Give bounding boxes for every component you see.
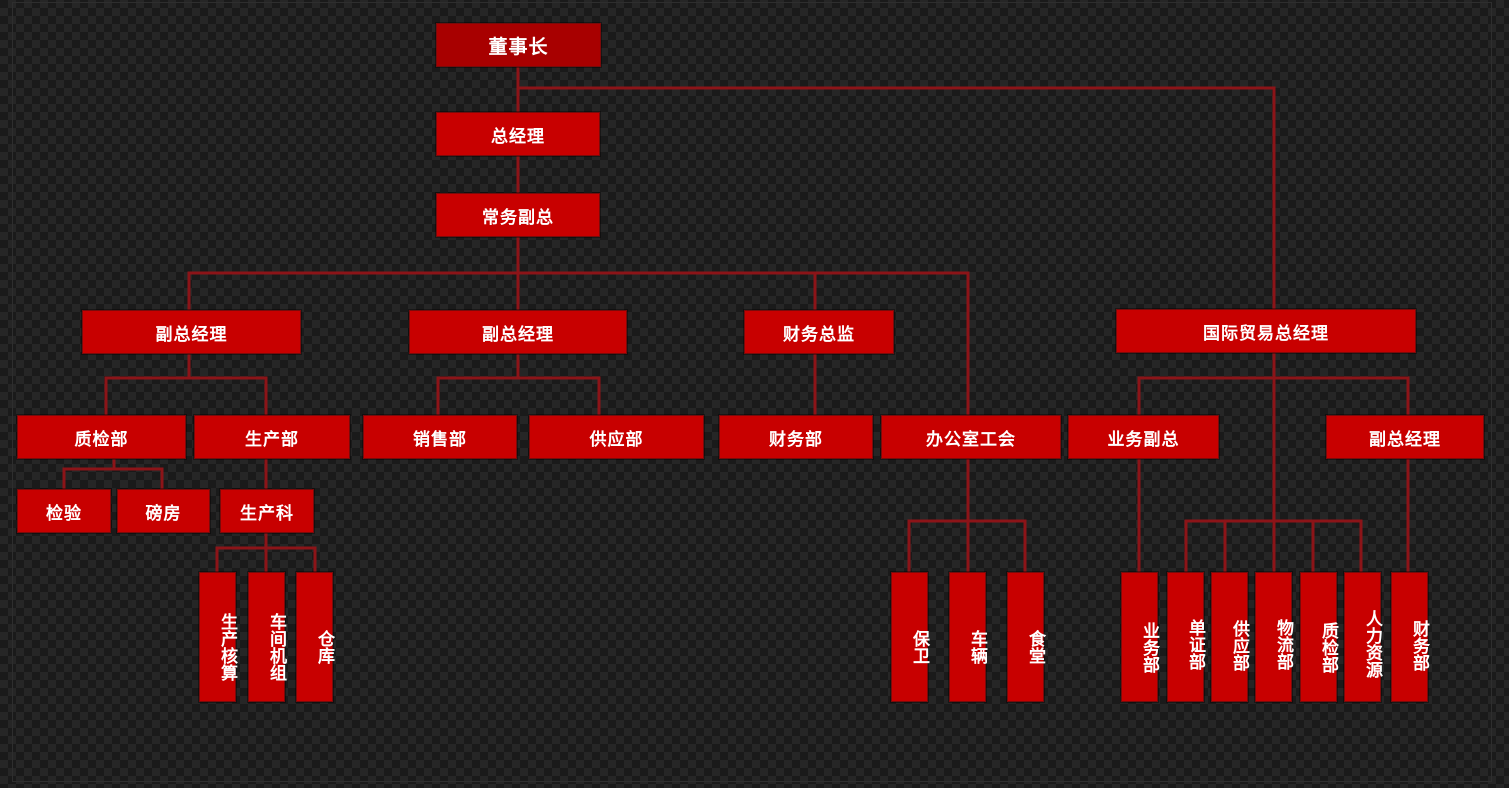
- finance-dept-node[interactable]: 财务部: [719, 415, 873, 459]
- documents-dept-node[interactable]: 单证部: [1167, 572, 1205, 702]
- hr-node[interactable]: 人力资源: [1344, 572, 1382, 702]
- vehicles-node[interactable]: 车辆: [949, 572, 987, 702]
- intl-deputy-gm-node[interactable]: 副总经理: [1326, 415, 1484, 459]
- cfo-node[interactable]: 财务总监: [744, 310, 894, 354]
- production-dept-node[interactable]: 生产部: [194, 415, 350, 459]
- quality-dept-node[interactable]: 质检部: [17, 415, 186, 459]
- weighhouse-node[interactable]: 磅房: [117, 489, 210, 533]
- supply-dept-node[interactable]: 供应部: [529, 415, 704, 459]
- security-node[interactable]: 保卫: [891, 572, 929, 702]
- chairman-node[interactable]: 董事长: [436, 23, 601, 67]
- inspection-node[interactable]: 检验: [17, 489, 111, 533]
- production-accounting-node[interactable]: 生产核算: [199, 572, 237, 702]
- intl-trade-gm-node[interactable]: 国际贸易总经理: [1116, 309, 1416, 353]
- general-manager-node[interactable]: 总经理: [436, 112, 600, 156]
- sales-dept-node[interactable]: 销售部: [363, 415, 517, 459]
- logistics-dept-node[interactable]: 物流部: [1255, 572, 1293, 702]
- deputy-gm-1-node[interactable]: 副总经理: [82, 310, 301, 354]
- deputy-gm-2-node[interactable]: 副总经理: [409, 310, 627, 354]
- office-union-node[interactable]: 办公室工会: [881, 415, 1061, 459]
- intl-finance-dept-node[interactable]: 财务部: [1391, 572, 1429, 702]
- workshop-units-node[interactable]: 车间机组: [248, 572, 286, 702]
- intl-quality-dept-node[interactable]: 质检部: [1300, 572, 1338, 702]
- executive-vp-node[interactable]: 常务副总: [436, 193, 600, 237]
- business-vp-node[interactable]: 业务副总: [1068, 415, 1219, 459]
- warehouse-node[interactable]: 仓库: [296, 572, 334, 702]
- intl-supply-dept-node[interactable]: 供应部: [1211, 572, 1249, 702]
- production-section-node[interactable]: 生产科: [220, 489, 314, 533]
- canteen-node[interactable]: 食堂: [1007, 572, 1045, 702]
- business-dept-node[interactable]: 业务部: [1121, 572, 1159, 702]
